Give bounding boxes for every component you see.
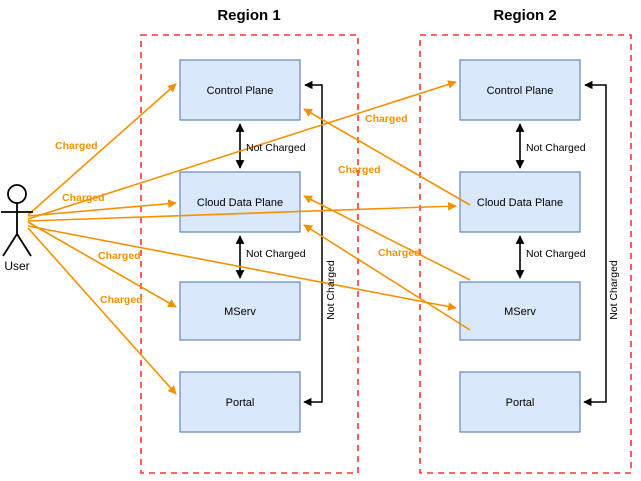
user-to-r2-mserv-arrow xyxy=(27,225,457,311)
r1-cloud-data-plane-label: Cloud Data Plane xyxy=(197,197,283,209)
r2-portal-controlplane-arrow xyxy=(583,80,607,407)
user-right-leg-icon xyxy=(16,233,32,257)
r2-control-plane-box[interactable] xyxy=(459,59,581,121)
r1-control-plane-box[interactable] xyxy=(179,59,301,121)
r1-portal-label: Portal xyxy=(226,397,255,409)
r2-portal-box[interactable] xyxy=(459,371,581,433)
user-to-r1-control-plane-arrow xyxy=(27,83,177,216)
r1-portal-controlplane-arrow xyxy=(303,80,323,407)
user-to-r1-portal-arrow xyxy=(27,227,177,395)
region-2-title: Region 2 xyxy=(493,7,556,24)
r2-mserv-box[interactable] xyxy=(459,281,581,341)
r2-portal-node[interactable]: Portal xyxy=(459,371,581,433)
not-charged-label-2: Not Charged xyxy=(246,248,306,260)
r2-to-r1-cloud-data-plane-arrow xyxy=(303,195,471,281)
user-left-leg-icon xyxy=(2,233,18,257)
r1-cloud-data-plane-node[interactable]: Cloud Data Plane xyxy=(179,171,301,233)
not-charged-label-4: Not Charged xyxy=(526,248,586,260)
region-1-title: Region 1 xyxy=(217,7,280,24)
charged-label-5: Charged xyxy=(365,113,408,125)
not-charged-label-1: Not Charged xyxy=(246,142,306,154)
r1-cloud-data-plane-box[interactable] xyxy=(179,171,301,233)
user-head-icon xyxy=(7,184,27,204)
r2-to-r1-cloud-data-plane-arrow-2 xyxy=(303,224,471,331)
r1-portal-node[interactable]: Portal xyxy=(179,371,301,433)
r2-cloud-data-plane-box[interactable] xyxy=(459,171,581,233)
r2-mserv-label: MServ xyxy=(504,306,536,318)
r2-cloud-data-plane-node[interactable]: Cloud Data Plane xyxy=(459,171,581,233)
charged-label-3: Charged xyxy=(98,250,141,262)
r1-portal-box[interactable] xyxy=(179,371,301,433)
region-1-boundary xyxy=(140,34,359,474)
r2-control-plane-node[interactable]: Control Plane xyxy=(459,59,581,121)
r1-mserv-label: MServ xyxy=(224,306,256,318)
r1-mserv-box[interactable] xyxy=(179,281,301,341)
charged-label-2: Charged xyxy=(62,192,105,204)
user-label: User xyxy=(4,259,29,273)
r1-control-plane-label: Control Plane xyxy=(207,85,274,97)
r2-control-plane-label: Control Plane xyxy=(487,85,554,97)
r2-portal-label: Portal xyxy=(506,397,535,409)
not-charged-label-3: Not Charged xyxy=(526,142,586,154)
charged-label-4: Charged xyxy=(100,294,143,306)
user-actor[interactable]: User xyxy=(1,184,33,273)
r2-mserv-node[interactable]: MServ xyxy=(459,281,581,341)
r2-to-r1-control-plane-arrow xyxy=(303,108,471,206)
charged-label-1: Charged xyxy=(55,140,98,152)
r1-mserv-node[interactable]: MServ xyxy=(179,281,301,341)
not-charged-label-5: Not Charged xyxy=(325,260,337,320)
user-to-r1-mserv-arrow xyxy=(27,221,177,308)
user-to-r2-cloud-data-plane-arrow xyxy=(27,201,457,222)
charged-label-7: Charged xyxy=(378,247,421,259)
not-charged-label-6: Not Charged xyxy=(608,260,620,320)
r1-control-plane-node[interactable]: Control Plane xyxy=(179,59,301,121)
charged-label-6: Charged xyxy=(338,164,381,176)
user-to-r1-cloud-data-plane-arrow xyxy=(27,199,177,217)
r2-cloud-data-plane-label: Cloud Data Plane xyxy=(477,197,563,209)
user-to-r2-control-plane-arrow xyxy=(27,80,457,220)
